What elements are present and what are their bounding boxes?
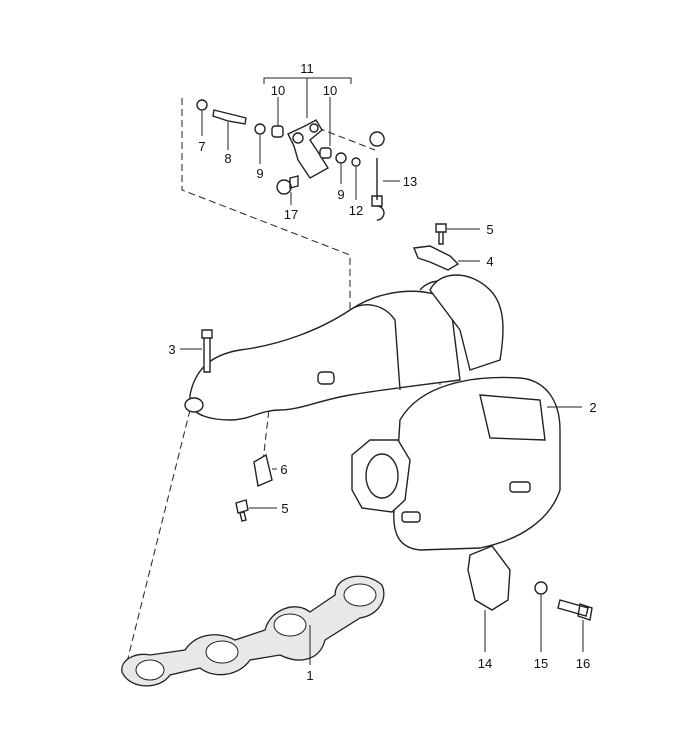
bush-10b	[319, 147, 332, 159]
callout-11: 11	[300, 61, 314, 76]
washer-7	[196, 99, 208, 111]
callout-17: 17	[284, 207, 298, 222]
callout-1: 1	[306, 668, 313, 683]
callout-4: 4	[486, 254, 493, 269]
rod-13	[369, 131, 385, 221]
washer-9b	[335, 152, 347, 164]
stud-8	[212, 109, 247, 125]
group-bracket-11	[263, 77, 352, 118]
callout-8: 8	[224, 151, 231, 166]
bracket-6	[253, 453, 273, 487]
callout-3: 3	[168, 342, 175, 357]
bolt-5-bottom	[235, 499, 249, 522]
assembly-line-rod	[317, 127, 376, 151]
washer-9a	[254, 123, 266, 135]
bolt-3	[201, 329, 213, 373]
assembly-line-gasket	[124, 409, 191, 671]
manifold-branch	[429, 274, 504, 371]
callout-10: 10	[323, 83, 337, 98]
bolt-5-top	[435, 223, 447, 245]
callout-14: 14	[478, 656, 492, 671]
callout-5: 5	[486, 222, 493, 237]
callout-16: 16	[576, 656, 590, 671]
gasket-1	[121, 575, 385, 687]
washer-15	[534, 581, 548, 595]
nut-17	[276, 175, 299, 195]
callout-12: 12	[349, 203, 363, 218]
bracket-4	[413, 245, 460, 271]
callout-7: 7	[198, 139, 205, 154]
assembly-line-upper	[181, 98, 351, 390]
callout-9: 9	[256, 166, 263, 181]
callout-15: 15	[534, 656, 548, 671]
bush-10a	[271, 125, 284, 138]
callout-6: 6	[280, 462, 287, 477]
callout-10: 10	[271, 83, 285, 98]
callout-5: 5	[281, 501, 288, 516]
bracket-14	[467, 545, 511, 611]
callout-13: 13	[403, 174, 417, 189]
callout-2: 2	[589, 400, 596, 415]
bolt-16	[557, 599, 593, 621]
clip-12	[351, 157, 361, 167]
callout-9: 9	[337, 187, 344, 202]
